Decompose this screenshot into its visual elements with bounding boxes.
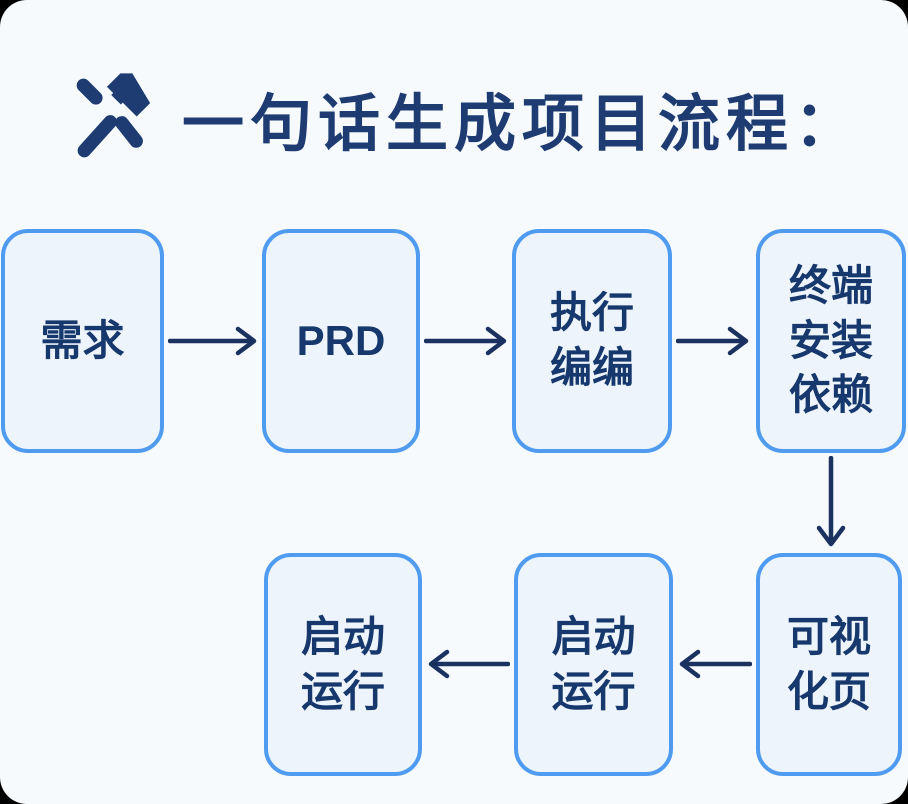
arrow-right-prd-to-execute (424, 326, 507, 356)
hammer-pick-icon (76, 73, 151, 158)
flow-node-requirement: 需求 (1, 229, 164, 453)
flow-node-start-run-middle: 启动 运行 (514, 553, 673, 776)
flow-node-prd: PRD (262, 229, 420, 453)
flow-node-visual-page: 可视 化页 (756, 553, 902, 776)
flow-node-terminal-install-deps: 终端 安装 依赖 (756, 229, 906, 453)
arrow-right-requirement-to-prd (168, 326, 257, 356)
arrow-right-execute-to-terminal (676, 326, 749, 356)
arrow-left-visual-to-start-run (679, 649, 752, 679)
arrow-left-start-run-to-start-run (428, 649, 510, 679)
flow-node-start-run-left: 启动 运行 (264, 553, 422, 776)
page-title: 一句话生成项目流程： (182, 90, 863, 159)
flow-node-execute-code: 执行 编编 (512, 229, 672, 453)
title-row: 一句话生成项目流程： (68, 70, 862, 166)
arrow-down-terminal-to-visual (816, 456, 846, 547)
